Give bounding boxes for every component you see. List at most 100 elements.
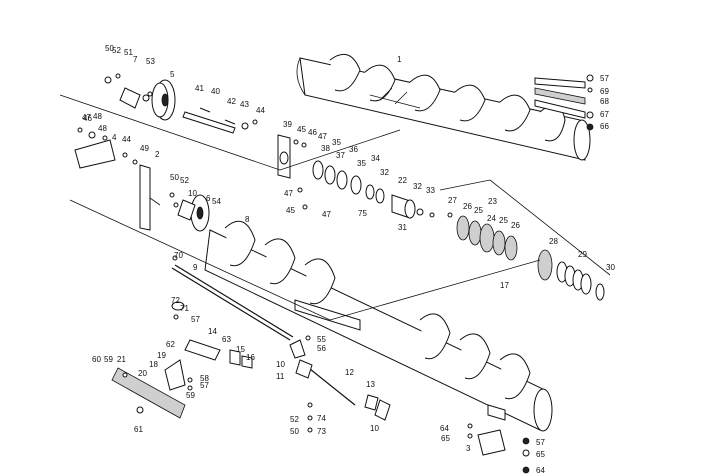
callout-label: 67 xyxy=(600,110,609,119)
callout-label: 47 xyxy=(284,189,293,198)
callout-label: 11 xyxy=(276,372,285,381)
callout-label: 63 xyxy=(222,335,231,344)
callout-label: 12 xyxy=(345,368,354,377)
callout-label: 29 xyxy=(578,250,587,259)
callout-label: 55 xyxy=(317,335,326,344)
bearing-assembly-lower xyxy=(169,192,210,232)
callout-label: 26 xyxy=(511,221,520,230)
callout-label: 50 xyxy=(290,427,299,436)
ring-set-a xyxy=(312,160,385,204)
rod xyxy=(171,255,294,341)
callout-label: 41 xyxy=(195,84,204,93)
hub xyxy=(391,194,435,219)
link-assembly xyxy=(289,335,391,433)
callout-label: 37 xyxy=(336,151,345,160)
callout-label: 22 xyxy=(398,176,407,185)
assembly-outline xyxy=(59,94,611,321)
callout-label: 18 xyxy=(149,360,158,369)
callout-label: 8 xyxy=(245,215,250,224)
callout-label: 38 xyxy=(321,144,330,153)
callout-label: 16 xyxy=(246,353,255,362)
callout-label: 23 xyxy=(488,197,497,206)
callout-label: 60 xyxy=(92,355,101,364)
callout-label: 64 xyxy=(440,424,449,433)
callout-label: 74 xyxy=(317,414,326,423)
callout-label: 6 xyxy=(206,194,211,203)
bottom-bracket xyxy=(467,423,530,474)
callout-label: 28 xyxy=(549,237,558,246)
callout-label: 10 xyxy=(370,424,379,433)
callout-label: 24 xyxy=(487,214,496,223)
callout-label: 65 xyxy=(441,434,450,443)
callout-label: 50 xyxy=(170,173,179,182)
callout-label: 68 xyxy=(600,97,609,106)
callout-label: 2 xyxy=(155,150,160,159)
callout-label: 47 xyxy=(82,113,91,122)
callout-label: 46 xyxy=(83,114,92,123)
callout-label: 44 xyxy=(256,106,265,115)
bearing-assembly-upper xyxy=(104,73,176,121)
plate-assembly xyxy=(74,127,161,231)
callout-label: 54 xyxy=(212,197,221,206)
callout-label: 35 xyxy=(332,138,341,147)
callout-label: 52 xyxy=(180,176,189,185)
callout-label: 39 xyxy=(283,120,292,129)
callout-label: 57 xyxy=(536,438,545,447)
callout-label: 51 xyxy=(124,48,133,57)
callout-label: 35 xyxy=(357,159,366,168)
callout-label: 25 xyxy=(474,206,483,215)
callout-label: 3 xyxy=(466,444,471,453)
callout-label: 45 xyxy=(286,206,295,215)
callout-label: 43 xyxy=(240,100,249,109)
callout-label: 52 xyxy=(290,415,299,424)
callout-label: 17 xyxy=(500,281,509,290)
callout-label: 19 xyxy=(157,351,166,360)
callout-labels: 1 2 3 4 5 6 7 8 9 10 10 10 11 12 13 14 1… xyxy=(82,44,615,475)
callout-label: 62 xyxy=(166,340,175,349)
callout-label: 56 xyxy=(317,344,326,353)
callout-label: 42 xyxy=(227,97,236,106)
callout-label: 75 xyxy=(358,209,367,218)
scraper-blade xyxy=(111,367,186,419)
callout-label: 7 xyxy=(133,55,138,64)
callout-label: 52 xyxy=(112,46,121,55)
callout-label: 59 xyxy=(104,355,113,364)
callout-label: 32 xyxy=(413,182,422,191)
callout-label: 13 xyxy=(366,380,375,389)
upper-auger xyxy=(296,53,591,161)
callout-label: 40 xyxy=(211,87,220,96)
shaft-parts xyxy=(182,107,258,134)
callout-label: 5 xyxy=(170,70,175,79)
callout-label: 72 xyxy=(171,296,180,305)
callout-label: 31 xyxy=(398,223,407,232)
callout-label: 64 xyxy=(536,466,545,475)
callout-label: 44 xyxy=(122,135,131,144)
callout-label: 34 xyxy=(371,154,380,163)
callout-label: 49 xyxy=(140,144,149,153)
callout-label: 69 xyxy=(600,87,609,96)
callout-label: 59 xyxy=(186,391,195,400)
ring-set-c xyxy=(537,249,605,301)
callout-label: 57 xyxy=(600,74,609,83)
callout-label: 57 xyxy=(200,381,209,390)
callout-label: 1 xyxy=(397,55,402,64)
callout-label: 10 xyxy=(188,189,197,198)
callout-label: 66 xyxy=(600,122,609,131)
callout-label: 57 xyxy=(191,315,200,324)
callout-label: 10 xyxy=(276,360,285,369)
callout-label: 36 xyxy=(349,145,358,154)
callout-label: 65 xyxy=(536,450,545,459)
callout-label: 53 xyxy=(146,57,155,66)
callout-label: 9 xyxy=(193,263,198,272)
lever-assembly xyxy=(164,301,253,391)
callout-label: 21 xyxy=(117,355,126,364)
callout-label: 48 xyxy=(93,112,102,121)
callout-label: 50 xyxy=(105,44,114,53)
callout-label: 32 xyxy=(380,168,389,177)
ring-set-b xyxy=(447,212,518,261)
callout-label: 73 xyxy=(317,427,326,436)
bracket-strip xyxy=(534,74,594,131)
callout-label: 4 xyxy=(112,133,117,142)
callout-label: 27 xyxy=(448,196,457,205)
